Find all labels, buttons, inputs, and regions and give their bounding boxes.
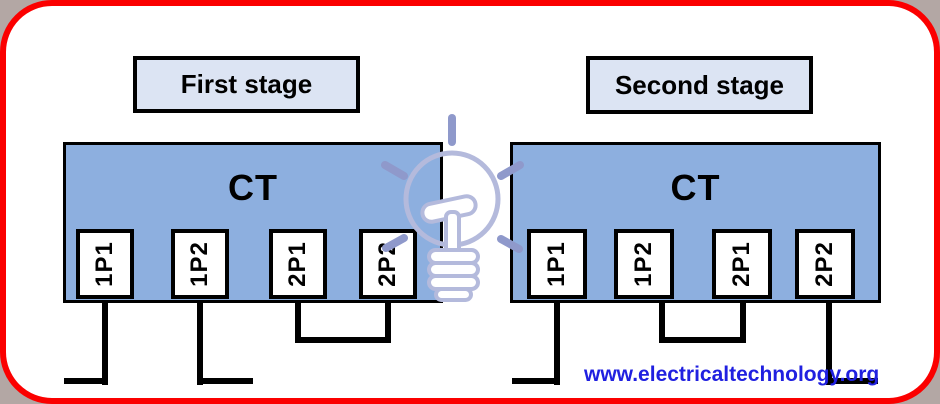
second-stage-title-label: Second stage	[614, 69, 785, 100]
second-stage-2p2-lead-vertical	[826, 301, 832, 385]
first-stage-title-label: First stage	[180, 69, 313, 99]
second-stage-short-link-right	[740, 301, 746, 343]
first-stage-1p1-lead-vertical	[102, 301, 108, 385]
second-stage-terminal-1p1: 1P1	[527, 229, 587, 299]
first-stage-1p2-lead-vertical	[197, 301, 203, 385]
first-stage-terminal-1p2-label: 1P2	[185, 241, 213, 287]
second-stage-terminal-2p2-label: 2P2	[810, 241, 838, 287]
second-stage-short-link-bottom	[659, 337, 746, 343]
first-stage-ct-box: CT 1P1 1P2 2P1 2P2	[63, 142, 443, 303]
second-stage-ct-box: CT 1P1 1P2 2P1 2P2	[510, 142, 881, 303]
first-stage-short-link-left	[295, 301, 301, 343]
first-stage-short-link-right	[385, 301, 391, 343]
second-stage-terminal-2p2: 2P2	[795, 229, 855, 299]
second-stage-1p1-lead-foot	[512, 378, 557, 384]
first-stage-terminal-2p2-label: 2P2	[373, 241, 401, 287]
first-stage-terminal-1p1-label: 1P1	[90, 241, 118, 287]
first-stage-short-link-bottom	[295, 337, 391, 343]
second-stage-title-box: Second stage	[586, 56, 813, 114]
first-stage-1p2-lead-foot	[200, 378, 253, 384]
first-stage-terminal-2p2: 2P2	[359, 229, 417, 299]
second-stage-ct-label: CT	[670, 167, 721, 208]
second-stage-2p2-lead-foot	[829, 378, 878, 384]
second-stage-terminal-1p2-label: 1P2	[629, 241, 657, 287]
first-stage-ct-label: CT	[228, 167, 278, 208]
second-stage-1p1-lead-vertical	[554, 301, 560, 385]
first-stage-title-box: First stage	[133, 56, 360, 113]
website-watermark-text: www.electricaltechnology.org	[584, 363, 880, 386]
first-stage-terminal-2p1: 2P1	[269, 229, 327, 299]
second-stage-terminal-2p1: 2P1	[712, 229, 772, 299]
second-stage-terminal-1p2: 1P2	[614, 229, 674, 299]
first-stage-terminal-1p1: 1P1	[76, 229, 134, 299]
first-stage-1p1-lead-foot	[64, 378, 108, 384]
first-stage-terminal-2p1-label: 2P1	[283, 241, 311, 287]
first-stage-terminal-1p2: 1P2	[171, 229, 229, 299]
second-stage-short-link-left	[659, 301, 665, 343]
second-stage-terminal-1p1-label: 1P1	[542, 241, 570, 287]
second-stage-terminal-2p1-label: 2P1	[727, 241, 755, 287]
